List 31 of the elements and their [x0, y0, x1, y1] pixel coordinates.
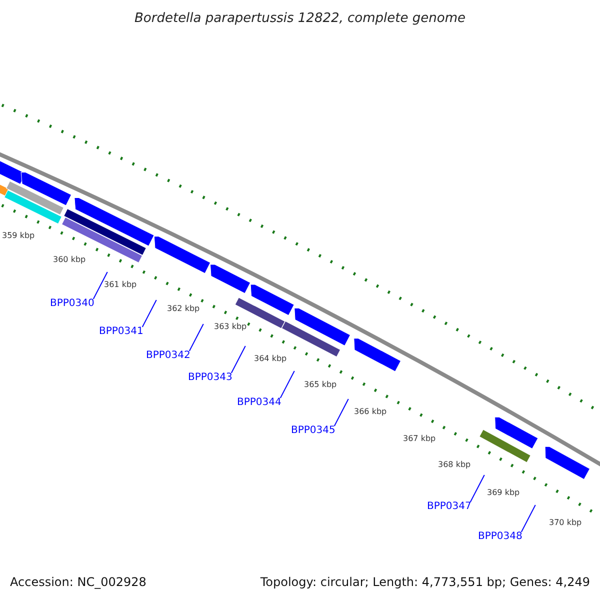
position-label: 370 kbp [549, 519, 582, 527]
position-label: 363 kbp [214, 323, 247, 331]
gene-name-label: BPP0348 [478, 532, 522, 542]
title: Bordetella parapertussis 12822, complete genome [134, 11, 466, 26]
leader-line [142, 300, 157, 328]
gene-name-label: BPP0340 [50, 299, 94, 309]
position-label: 364 kbp [254, 355, 287, 363]
position-label: 366 kbp [354, 408, 387, 416]
gene-name-label: BPP0347 [427, 502, 472, 512]
leader-line [230, 346, 246, 374]
leader-line [520, 504, 536, 532]
leader-line [334, 398, 349, 426]
accession-text: Accession: NC_002928 [10, 576, 146, 588]
position-label: 367 kbp [403, 435, 436, 443]
position-label: 365 kbp [304, 381, 337, 389]
position-label: 369 kbp [487, 489, 520, 497]
position-label: 359 kbp [2, 232, 35, 240]
leader-line [470, 474, 485, 502]
position-label: 360 kbp [53, 256, 86, 264]
genome-info-text: Topology: circular; Length: 4,773,551 bp; Genes: 4,249 [260, 576, 590, 588]
leader-line [280, 370, 295, 398]
leader-line [92, 272, 108, 300]
position-label: 368 kbp [438, 461, 471, 469]
gene-name-label: BPP0341 [99, 327, 144, 337]
gene-name-label: BPP0345 [291, 426, 336, 436]
gene-name-label: BPP0344 [237, 398, 282, 408]
leader-line [188, 324, 204, 352]
position-label: 361 kbp [104, 281, 137, 289]
gene-name-label: BPP0343 [188, 373, 232, 383]
position-label: 362 kbp [167, 305, 200, 313]
gene-name-label: BPP0342 [146, 351, 190, 361]
